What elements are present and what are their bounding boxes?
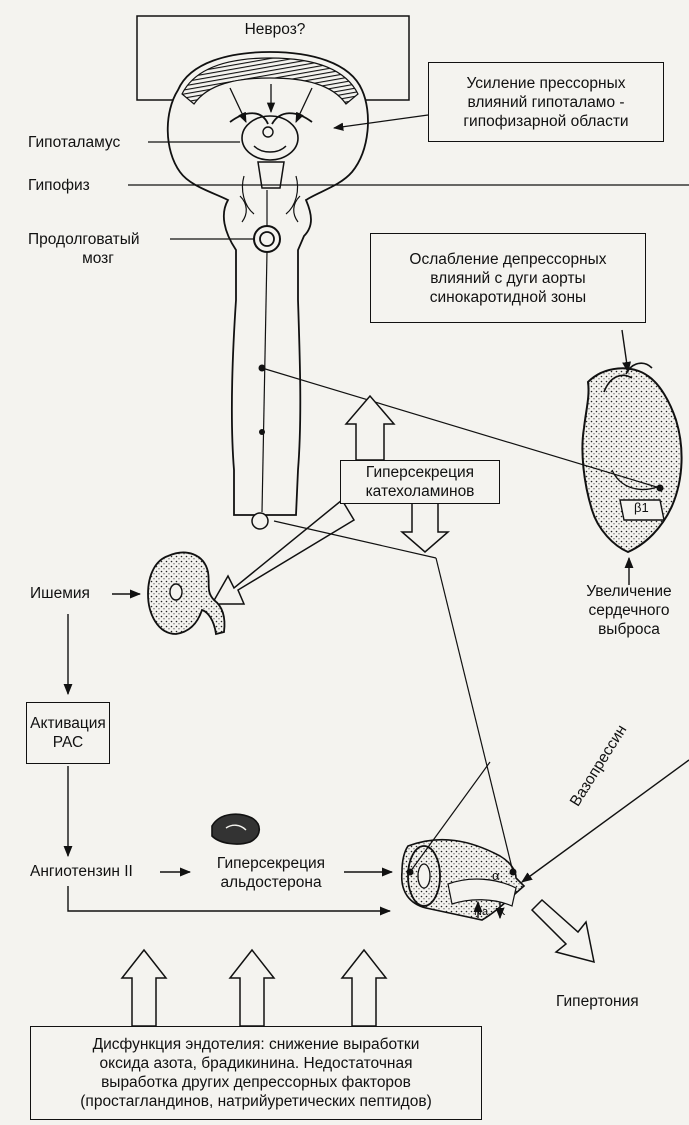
ras-activation-box: Активация РАС: [26, 702, 110, 764]
catecholamines-box: Гиперсекреция катехоламинов: [340, 460, 500, 504]
hollow-arrow-endo-3: [342, 950, 386, 1026]
medulla-label-line2: мозг: [28, 249, 168, 268]
brain-outline: [168, 52, 368, 515]
vessel-illustration: [402, 840, 524, 920]
ras-box-line1: Активация: [30, 714, 106, 733]
beta1-label: β1: [634, 500, 649, 515]
pressor-box-line3: гипофизарной области: [463, 112, 628, 131]
ischemia-label: Ишемия: [30, 584, 90, 603]
neurosis-label: Невроз?: [225, 20, 325, 39]
catecholamines-box-line2: катехоламинов: [366, 482, 475, 501]
hypertension-label: Гипертония: [556, 992, 639, 1011]
medulla-label: Продолговатый мозг: [28, 230, 168, 268]
endothelium-box-line4: (простагландинов, натрийуретических пепт…: [80, 1092, 431, 1111]
endothelial-dysfunction-box: Дисфункция эндотелия: снижение выработки…: [30, 1026, 482, 1120]
hollow-arrow-endo-1: [122, 950, 166, 1026]
hollow-arrow-down: [402, 502, 448, 552]
medulla-label-line1: Продолговатый: [28, 230, 168, 249]
cardiac-output-label: Увеличение сердечного выброса: [570, 582, 688, 639]
pressor-box-line1: Усиление прессорных: [463, 74, 628, 93]
depressor-box-line3: синокаротидной зоны: [409, 288, 606, 307]
depressor-influences-box: Ослабление депрессорных влияний с дуги а…: [370, 233, 646, 323]
endothelium-box-line3: выработка других депрессорных факторов: [80, 1073, 431, 1092]
ras-box-line2: РАС: [30, 733, 106, 752]
catecholamines-box-line1: Гиперсекреция: [366, 463, 475, 482]
pituitary-label: Гипофиз: [28, 176, 90, 195]
cardiac-output-line2: сердечного: [570, 601, 688, 620]
spinal-ganglion: [252, 513, 268, 529]
adrenal-illustration: [212, 814, 259, 844]
endothelium-box-line2: оксида азота, брадикинина. Недостаточная: [80, 1054, 431, 1073]
hypothalamus-label: Гипоталамус: [28, 133, 120, 152]
angiotensin-label: Ангиотензин II: [30, 862, 133, 881]
heart-illustration: [582, 363, 681, 552]
hollow-arrow-endo-2: [230, 950, 274, 1026]
pressor-influences-box: Усиление прессорных влияний гипоталамо -…: [428, 62, 664, 142]
alpha-label: α: [492, 868, 500, 883]
cardiac-output-line3: выброса: [570, 620, 688, 639]
aldosterone-label-line1: Гиперсекреция: [196, 854, 346, 873]
kidney-illustration: [148, 553, 225, 634]
endothelium-box-line1: Дисфункция эндотелия: снижение выработки: [80, 1035, 431, 1054]
depressor-box-line1: Ослабление депрессорных: [409, 250, 606, 269]
na-label: Na: [474, 906, 488, 918]
aldosterone-label-line2: альдостерона: [196, 873, 346, 892]
aldosterone-label: Гиперсекреция альдостерона: [196, 854, 346, 892]
pressor-box-line2: влияний гипоталамо -: [463, 93, 628, 112]
k-label: K: [498, 906, 505, 918]
hollow-arrow-hypertension: [532, 900, 594, 962]
cardiac-output-line1: Увеличение: [570, 582, 688, 601]
depressor-box-line2: влияний с дуги аорты: [409, 269, 606, 288]
